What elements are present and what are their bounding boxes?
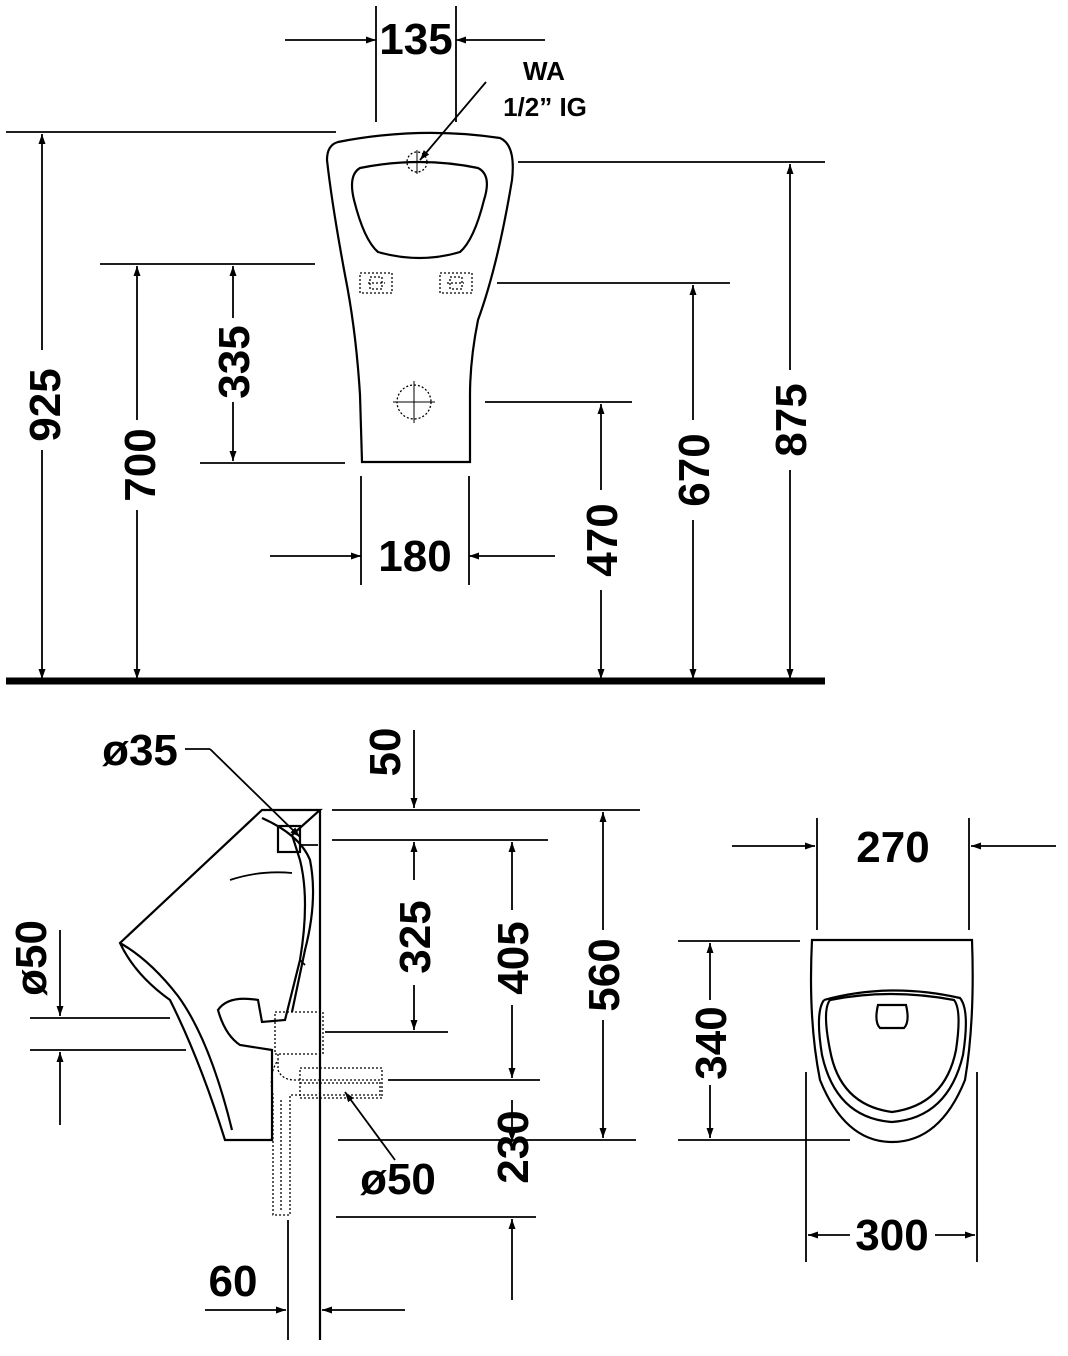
dim-925: 925: [21, 368, 70, 441]
top-view: 270 340 300: [678, 818, 1056, 1262]
mounting-bracket-right: [439, 272, 473, 294]
inlet-note-wa: WA: [523, 56, 565, 86]
dim-dia50-bottom: ø50: [360, 1155, 436, 1204]
front-view: 135 WA 1/2” IG 925 700 335 180 470: [6, 6, 825, 685]
dim-670: 670: [670, 433, 719, 506]
dim-180: 180: [378, 532, 451, 581]
inlet-crosshair: [405, 150, 429, 174]
waste-trap: [270, 1011, 383, 1216]
dim-700: 700: [116, 428, 165, 501]
urinal-side-outline: [118, 808, 323, 1142]
urinal-top-outline: [809, 938, 974, 1144]
dim-60: 60: [209, 1257, 258, 1306]
dim-340: 340: [687, 1006, 736, 1079]
dim-300: 300: [855, 1211, 928, 1260]
dim-875: 875: [767, 383, 816, 456]
dim-270: 270: [856, 823, 929, 872]
dim-dia35: ø35: [102, 726, 178, 775]
outlet-crosshair: [393, 381, 435, 423]
dim-470: 470: [578, 503, 627, 576]
dim-560: 560: [580, 938, 629, 1011]
bowl-top-outline: [824, 992, 960, 1114]
dim-335: 335: [210, 325, 259, 398]
mounting-bracket-left: [359, 272, 393, 294]
dim-230: 230: [489, 1110, 538, 1183]
urinal-front-outline: [325, 131, 514, 464]
dim-325: 325: [391, 900, 440, 973]
bowl-opening: [350, 160, 489, 260]
inlet-note-thread: 1/2” IG: [503, 92, 587, 122]
dim-405: 405: [489, 921, 538, 994]
dim-dia50-left: ø50: [7, 920, 56, 996]
dim-50: 50: [361, 728, 410, 777]
side-view: ø35 50 325 405 560 230 ø50 ø50: [7, 726, 640, 1340]
dim-135: 135: [379, 15, 452, 64]
